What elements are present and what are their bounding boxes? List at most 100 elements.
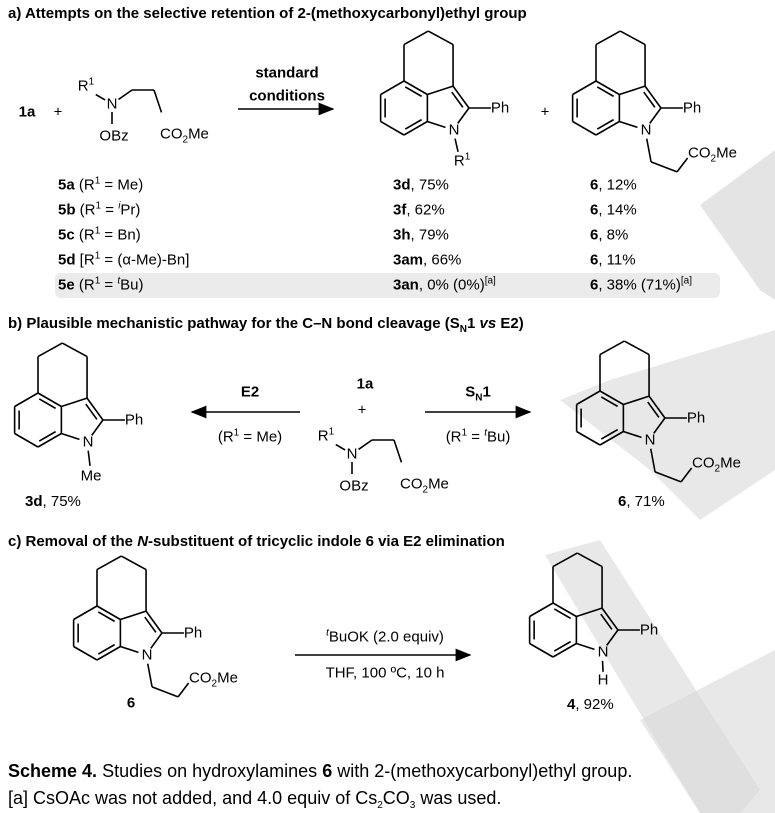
product-6-ring-bond <box>619 85 646 96</box>
caption-line-1: Scheme 4. Studies on hydroxylamines 6 wi… <box>8 762 632 780</box>
cell-part: , 8% <box>598 226 629 244</box>
label-part: 2 <box>714 463 721 475</box>
double-bond-line <box>404 118 423 130</box>
cell-part: i <box>118 200 121 212</box>
start-6-ring-bond <box>96 555 122 571</box>
compound-6-ring-bond <box>599 430 624 446</box>
cell-part: 6 <box>590 201 599 219</box>
label-part: CO <box>688 144 711 162</box>
label-part: H <box>597 671 609 689</box>
text: [a] CsOAc was not added, and 4.0 equiv o… <box>8 788 378 808</box>
compound-3d-yield: 3d, 75% <box>25 494 81 509</box>
double-bond-line <box>97 611 116 623</box>
cell-part: = <box>101 201 119 219</box>
double-bond-line <box>38 430 57 442</box>
text: = <box>467 428 485 446</box>
label-part: 2 <box>710 153 717 165</box>
title-part: 1 <box>467 315 480 332</box>
product-6-ring-bond <box>649 107 662 124</box>
label-part: CO <box>189 669 212 687</box>
e2-label: E2 <box>240 383 260 401</box>
start-6-chain-bond <box>146 663 153 687</box>
cell-part: [a] <box>484 275 496 287</box>
product-3-ring-bond <box>452 85 470 109</box>
cell-part: , 75% <box>410 176 449 194</box>
conditions-label: THF, 100 ºC, 10 h <box>325 664 445 682</box>
product-4-ring-bond <box>552 642 577 658</box>
double-bond-line <box>404 86 423 98</box>
label-part: Me <box>716 144 737 162</box>
n-substituent-bond <box>454 138 459 153</box>
label-part: 2 <box>211 678 218 690</box>
hydroxylamine-1-nitrogen-label: N <box>347 447 358 462</box>
cell-part: 6 <box>590 251 599 269</box>
text: CO <box>382 788 410 808</box>
label-part: R <box>77 77 89 95</box>
text: Studies on hydroxylamines <box>97 761 323 781</box>
label-part: Ph <box>639 621 659 639</box>
double-bond-line <box>600 396 619 408</box>
cell-part: (R <box>74 176 95 194</box>
product-4-ring-bond <box>606 629 619 646</box>
label-part: N <box>141 646 153 664</box>
start-6-chain-bond <box>177 682 190 698</box>
start-6-ring-bond <box>73 645 98 661</box>
cell-part: = <box>100 276 118 294</box>
text: 1 <box>482 383 491 401</box>
cell-part: = <box>100 226 118 244</box>
cell-part: Bu) <box>120 276 144 294</box>
cell-part: 3an <box>393 276 419 294</box>
compound-6-ring-bond <box>599 390 624 406</box>
compound-id: 6 <box>618 493 627 510</box>
compound-3d-ring-bond <box>91 419 104 436</box>
section-c-title: c) Removal of the N-substituent of tricy… <box>8 534 505 549</box>
label-part: Ph <box>686 409 706 427</box>
cell-part: 5c <box>58 226 75 244</box>
hydroxylamine-1-obz-label: OBz <box>339 479 368 494</box>
cell-part: 6 <box>590 176 599 194</box>
label-part: CO <box>160 125 183 143</box>
caption-label: Scheme 4. <box>8 761 98 781</box>
cell-part: Me) <box>117 176 144 194</box>
product-3-ring-bond <box>427 120 446 129</box>
double-bond-line <box>600 613 613 630</box>
label-part: R <box>453 152 465 170</box>
e2-condition: (R1 = Me) <box>218 427 282 445</box>
sup: t <box>484 427 487 439</box>
reactant-1a: 1a <box>356 375 374 393</box>
product-3-ring-bond <box>427 30 454 46</box>
start-6-ester-label: CO2Me <box>189 669 238 689</box>
substrate-cell: 5b (R1 = iPr) <box>58 200 141 219</box>
cell-part: Pr) <box>120 201 141 219</box>
substrate-cell: 5a (R1 = Me) <box>58 175 144 194</box>
sup: 1 <box>233 427 240 439</box>
n-h-bond <box>601 660 604 672</box>
compound-6-ring-bond <box>623 430 642 439</box>
compound-3d-ring-bond <box>37 432 62 448</box>
cell-part: 5b <box>58 201 76 219</box>
product-4-ring-bond <box>552 602 577 618</box>
double-bond-line <box>38 398 57 410</box>
double-bond-line <box>553 640 572 652</box>
label-part: Me <box>217 669 238 687</box>
product-4-ring-bond <box>601 607 619 631</box>
text: with 2-(methoxycarbonyl)ethyl group. <box>332 761 633 781</box>
double-bond-line <box>451 91 464 108</box>
double-bond-line <box>600 428 619 440</box>
product-6-chain-bond <box>650 161 678 173</box>
start-6-nitrogen-label: N <box>142 647 153 662</box>
cell-part: 5d <box>58 251 76 269</box>
hydroxylamine-5-bond <box>153 89 163 113</box>
yield: , 71% <box>626 493 665 510</box>
cell-part: 1 <box>94 175 101 187</box>
compound-6-ring-bond <box>623 395 650 406</box>
product-3-yield-cell: 3an, 0% (0%)[a] <box>393 275 496 294</box>
cell-part: 1 <box>95 200 102 212</box>
arrow-label-conditions: conditions <box>249 87 325 105</box>
double-bond-line <box>596 86 615 98</box>
product-3-ring-bond <box>380 120 405 136</box>
yield: , 92% <box>575 696 614 713</box>
sn1-condition: (R1 = tBu) <box>446 427 511 446</box>
hydroxylamine-1-bond <box>358 439 373 451</box>
